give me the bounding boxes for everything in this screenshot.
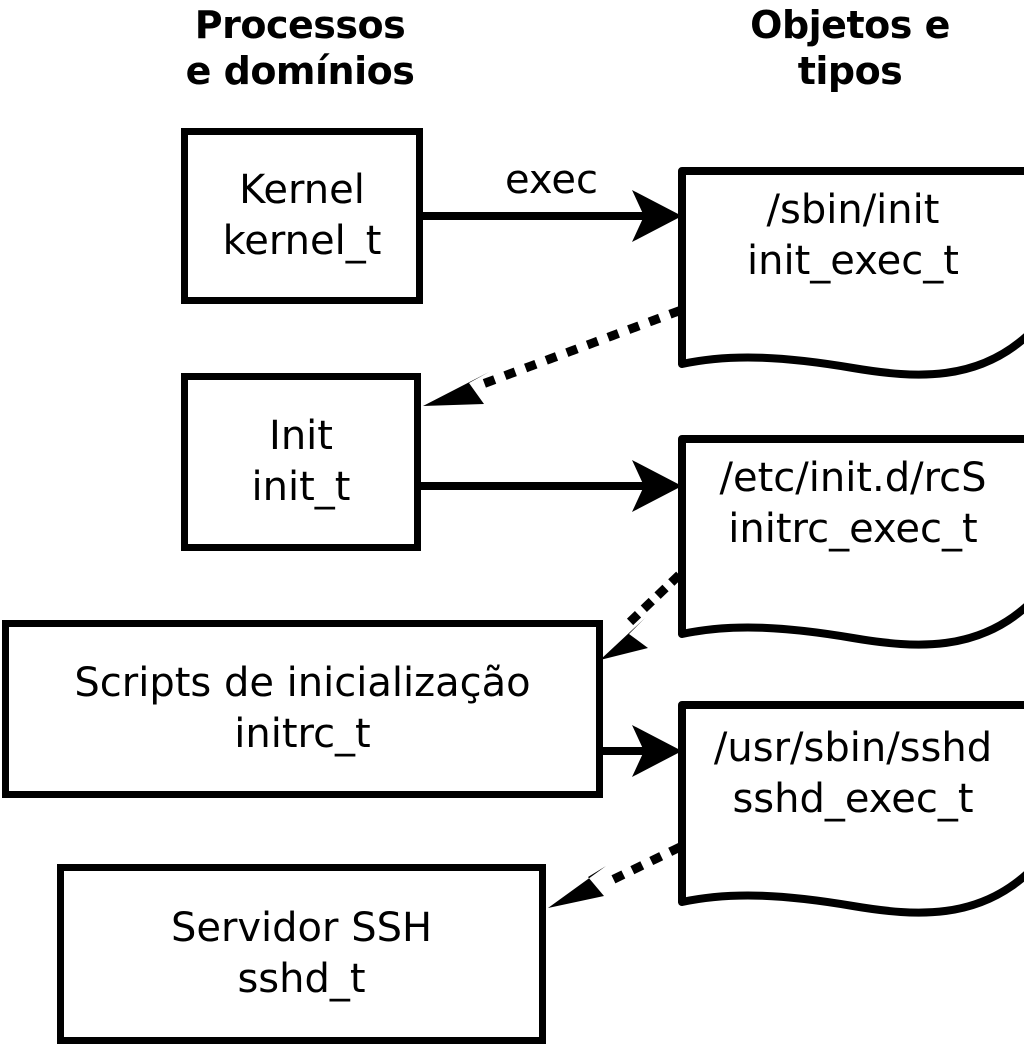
document-shape-initrc-exec xyxy=(678,435,1024,649)
edge-initrc-exec-to-initrc xyxy=(600,571,683,660)
edge-init-to-initrc-exec xyxy=(421,460,682,512)
column-header-processes: Processos e domínios xyxy=(185,3,415,94)
edge-init-exec-to-init xyxy=(423,306,682,406)
edge-label-exec: exec xyxy=(505,157,598,203)
object-box-initrc-exec[interactable]: /etc/init.d/rcS initrc_exec_t xyxy=(678,435,1024,657)
process-box-init-type: init_t xyxy=(251,464,351,510)
edge-initrc-to-sshd-exec xyxy=(603,725,682,777)
edge-sshd-exec-to-sshd xyxy=(548,842,683,908)
process-box-initrc-type: initrc_t xyxy=(234,711,371,757)
process-box-sshd-type: sshd_t xyxy=(237,956,366,1002)
document-shape-sshd-exec xyxy=(678,701,1024,917)
process-box-kernel[interactable]: Kernel kernel_t xyxy=(181,128,423,304)
document-shape-init-exec xyxy=(678,167,1024,379)
process-box-initrc[interactable]: Scripts de inicialização initrc_t xyxy=(2,620,603,798)
process-box-sshd-name: Servidor SSH xyxy=(170,904,433,951)
process-box-init[interactable]: Init init_t xyxy=(181,373,421,551)
object-box-sshd-exec[interactable]: /usr/sbin/sshd sshd_exec_t xyxy=(678,701,1024,925)
column-header-objects: Objetos e tipos xyxy=(750,3,950,94)
object-box-init-exec[interactable]: /sbin/init init_exec_t xyxy=(678,167,1024,387)
process-box-kernel-type: kernel_t xyxy=(222,218,382,264)
process-box-initrc-name: Scripts de inicialização xyxy=(74,659,531,706)
process-box-kernel-name: Kernel xyxy=(239,166,365,213)
process-box-sshd[interactable]: Servidor SSH sshd_t xyxy=(57,864,546,1044)
process-box-init-name: Init xyxy=(269,412,333,459)
